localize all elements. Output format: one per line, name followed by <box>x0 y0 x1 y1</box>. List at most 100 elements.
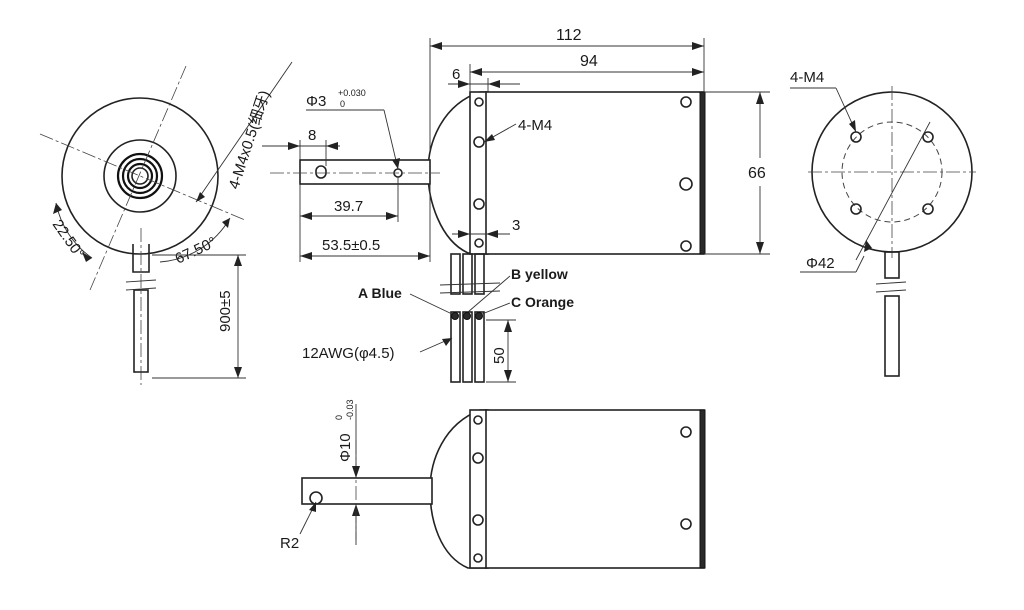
keyway <box>309 491 323 505</box>
screw-front-4 <box>474 238 484 248</box>
bolt-circle-arrow <box>864 240 872 252</box>
dim-8-arrow-l <box>288 142 300 150</box>
lead-break-1 <box>439 282 501 286</box>
motor-body <box>485 91 705 255</box>
total-length-label: 112 <box>556 27 582 44</box>
screw-front-3 <box>473 198 485 210</box>
bearing-inner <box>126 162 154 190</box>
cable-dim-arrow-bottom <box>234 367 242 378</box>
lead-c-end <box>474 311 485 383</box>
lead-length-label: 50 <box>491 347 508 364</box>
angle-arc-a-arrow <box>53 203 62 214</box>
shaft-dia-arrow-top <box>352 466 360 478</box>
thread-leader-arrow <box>196 192 205 202</box>
flange-offset-label: 6 <box>452 66 460 83</box>
wire-a-label: A Blue <box>358 285 402 301</box>
screw-rear-3 <box>680 240 692 252</box>
front-end-view: 4-M4x0.5(细牙) 22.50° 67.50° 900±5 <box>39 61 293 385</box>
front-holes-label: 4-M4 <box>518 117 552 134</box>
front-face-outline <box>61 97 219 255</box>
bearing-outer <box>116 152 164 200</box>
rear-hole-3 <box>850 203 862 215</box>
bearing-mid <box>121 157 159 195</box>
body-height-label: 66 <box>748 165 766 182</box>
thread-spec-label: 4-M4x0.5(细牙) <box>226 88 274 191</box>
dim-8-arrow-r <box>326 142 338 150</box>
lead-a-end <box>450 311 461 383</box>
front-holes-arrow <box>484 134 495 142</box>
angle-b-label: 67.50° <box>173 234 220 268</box>
bottom-screw-6 <box>680 518 692 530</box>
shaft-dia-tol-lower: -0.03 <box>345 399 355 420</box>
dim-66-label-bg <box>742 158 776 186</box>
keyway-radius-label: R2 <box>280 535 299 552</box>
wire-gauge-label: 12AWG(φ4.5) <box>302 345 395 362</box>
shaft-dia-tol-upper: 0 <box>334 415 344 420</box>
pin-hole-tol-upper: +0.030 <box>338 88 366 98</box>
wire-gauge-arrow <box>442 338 452 346</box>
bottom-shaft <box>301 477 433 505</box>
rear-hole-2 <box>922 131 934 143</box>
rear-cable <box>884 295 900 377</box>
rear-cable-break-1 <box>875 281 907 285</box>
front-boss <box>103 139 177 213</box>
pin-hole-arrow <box>392 158 400 169</box>
dim-66-arrow-bottom <box>756 242 764 254</box>
rear-plate <box>699 91 706 255</box>
angle-arc-b-arrow <box>222 218 230 228</box>
lead-b-dot <box>463 312 471 320</box>
bolt-circle-label: Φ42 <box>806 255 835 272</box>
screw-front-1 <box>474 97 484 107</box>
angle-arc-a-arrow-2 <box>82 252 92 262</box>
angle-arc-b <box>159 217 231 263</box>
dim-94-arrow-r <box>692 68 704 76</box>
bottom-screw-5 <box>680 426 692 438</box>
wire-b-leader <box>467 275 511 313</box>
shaft-dia-label: Φ10 <box>337 433 354 462</box>
lead-b-end <box>462 311 473 383</box>
dim-94-arrow-l <box>470 68 482 76</box>
bottom-screw-4 <box>473 553 483 563</box>
pin-hole-tol-lower: 0 <box>340 99 345 109</box>
front-lead-exit <box>132 244 150 273</box>
bottom-screw-2 <box>472 452 484 464</box>
rear-holes-arrow <box>849 120 856 132</box>
lead-c <box>474 253 485 295</box>
wire-b-label: B yellow <box>511 266 568 282</box>
cable-break-2 <box>125 287 157 291</box>
dim-6-arrow-r <box>488 80 500 88</box>
screw-rear-2 <box>679 177 693 191</box>
dim-39-arrow-l <box>300 212 312 220</box>
rear-hole-4 <box>922 203 934 215</box>
screw-rear-1 <box>680 96 692 108</box>
flange-thickness-label: 3 <box>512 217 520 234</box>
rear-end-view: Φ42 4-M4 <box>790 69 976 377</box>
dim-50-arrow-bottom <box>504 370 512 382</box>
shaft <box>299 159 431 185</box>
shaft-length-label: 53.5±0.5 <box>322 237 380 254</box>
dim-53-arrow-r <box>418 252 430 260</box>
top-view: Φ10 0 -0.03 R2 <box>280 399 706 569</box>
rear-cable-top <box>884 251 900 279</box>
shaft-flat-label: 8 <box>308 127 316 144</box>
dim-39-arrow-r <box>386 212 398 220</box>
cable-length-label: 900±5 <box>217 290 234 332</box>
thread-leader <box>195 61 293 203</box>
bolt-circle-leader-2 <box>855 255 865 273</box>
lead-c-dot <box>475 312 483 320</box>
dim-53-arrow-l <box>300 252 312 260</box>
dim-50-arrow-top <box>504 320 512 332</box>
rear-holes-label: 4-M4 <box>790 69 824 86</box>
dim-66-arrow-top <box>756 92 764 104</box>
body-length-label: 94 <box>580 53 598 70</box>
bolt-circle-leader <box>855 121 931 261</box>
rear-cable-break-2 <box>875 289 907 293</box>
center-line-diag-2 <box>89 65 187 291</box>
dim-112-arrow-r <box>692 42 704 50</box>
side-view: 112 94 6 66 4-M4 Φ3 +0.030 0 <box>262 27 776 383</box>
keyway-arrow <box>309 502 316 512</box>
angle-a-label: 22.50° <box>49 217 88 262</box>
bottom-screw-3 <box>472 514 484 526</box>
dim-3-arrow-r <box>486 230 498 238</box>
